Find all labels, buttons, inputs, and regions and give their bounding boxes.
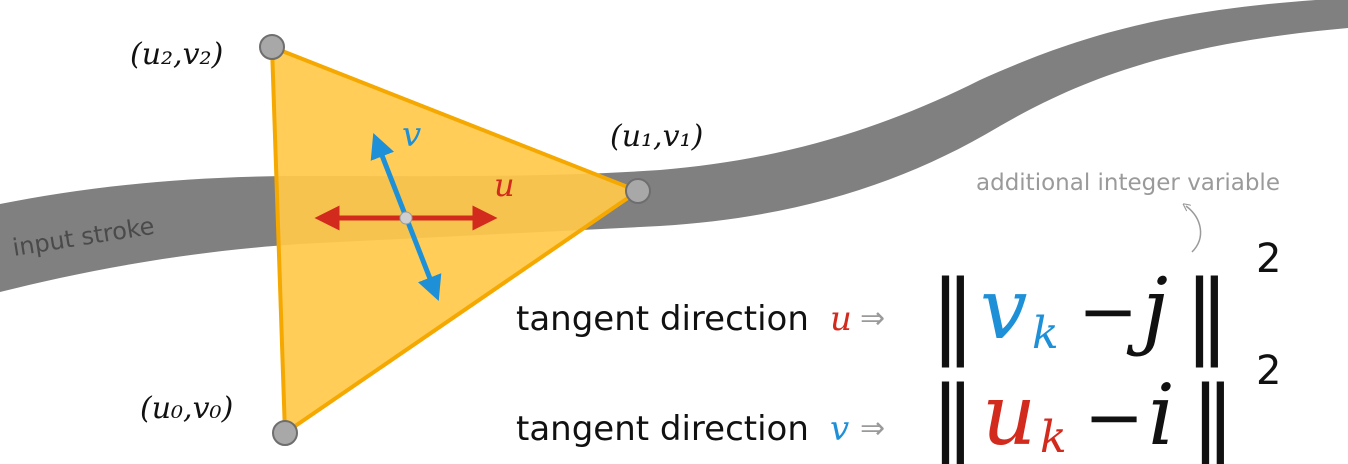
equation-1-right-bars: ‖ (1184, 261, 1230, 368)
equation-1-implies: ⇒ (860, 301, 885, 336)
vertex-1-label: (u₁,v₁) (610, 119, 703, 154)
equation-1-direction: u (830, 299, 852, 339)
vertex-2 (259, 34, 285, 60)
equation-2-integer: i (1148, 366, 1175, 464)
equation-1-prefix: tangent direction (516, 299, 809, 339)
equation-2-prefix: tangent direction (516, 409, 809, 449)
vertex-2-label: (u₂,v₂) (130, 37, 223, 72)
equation-2-variable: u (982, 366, 1036, 464)
vertex-0-label: (u₀,v₀) (140, 391, 233, 426)
equation-1-subscript: k (1032, 308, 1059, 359)
equation-1-variable: v (980, 260, 1027, 358)
equation-1-exponent: 2 (1256, 236, 1281, 282)
vertex-0 (272, 420, 298, 446)
equation-row-1: tangent direction u ⇒ ‖ v k − j ‖ 2 (516, 236, 1281, 368)
triangle-center-point (399, 211, 413, 225)
equation-2-subscript: k (1040, 412, 1067, 463)
vertex-1 (625, 178, 651, 204)
triangle-face (270, 45, 640, 435)
equation-2-implies: ⇒ (860, 411, 885, 446)
equation-2-minus: − (1084, 375, 1144, 459)
annotation-curl-arrow (1186, 206, 1202, 253)
equation-row-2: tangent direction v ⇒ ‖ u k − i ‖ 2 (516, 348, 1281, 464)
equation-2-direction: v (830, 409, 849, 449)
annotation-text: additional integer variable (976, 170, 1280, 196)
u-axis-label: u (494, 166, 515, 204)
equation-2-exponent: 2 (1256, 348, 1281, 394)
equation-2-left-bars: ‖ (930, 367, 976, 464)
v-axis-label: v (402, 115, 421, 155)
equation-1-minus: − (1078, 269, 1138, 353)
equation-1-left-bars: ‖ (930, 261, 976, 368)
equation-2-right-bars: ‖ (1190, 367, 1236, 464)
